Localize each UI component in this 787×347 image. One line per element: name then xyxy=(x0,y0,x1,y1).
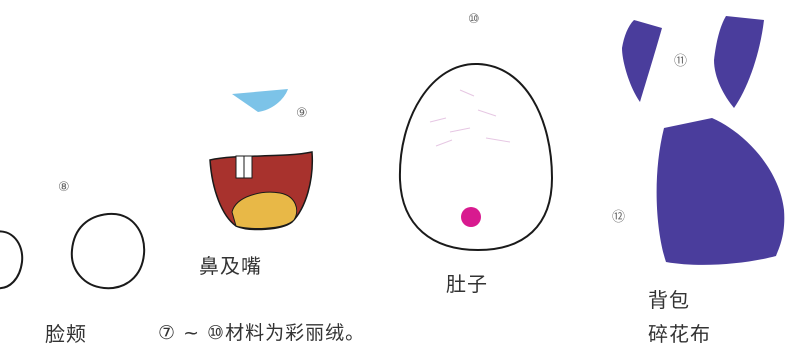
tooth-left xyxy=(235,155,245,179)
backpack-strap-left xyxy=(622,20,662,102)
belly-shape xyxy=(398,62,554,252)
marker-8: ⑧ xyxy=(58,180,70,195)
backpack-strap-right xyxy=(714,16,764,108)
marker-10: ⑩ xyxy=(468,12,480,27)
marker-11: ⑪ xyxy=(674,54,688,69)
belly-dot xyxy=(461,207,481,227)
cheek-circle xyxy=(70,212,146,290)
marker-12: ⑫ xyxy=(612,210,626,225)
caption-backpack: 背包 xyxy=(648,288,690,312)
nose-shape xyxy=(232,89,288,112)
belly-faint-marks xyxy=(429,89,511,147)
mouth-lower-shape xyxy=(231,191,298,229)
marker-9: ⑨ xyxy=(296,106,308,121)
caption-belly: 肚子 xyxy=(446,272,488,296)
tooth-right xyxy=(243,155,253,179)
caption-scrap-fabric: 碎花布 xyxy=(648,322,711,346)
backpack-body xyxy=(656,118,785,265)
caption-nose-mouth: 鼻及嘴 xyxy=(199,254,262,278)
cheek-partial xyxy=(0,230,24,290)
caption-cheeks: 脸颊 xyxy=(45,322,87,346)
caption-material-note: ⑦ ~ ⑩材料为彩丽绒。 xyxy=(158,322,366,344)
